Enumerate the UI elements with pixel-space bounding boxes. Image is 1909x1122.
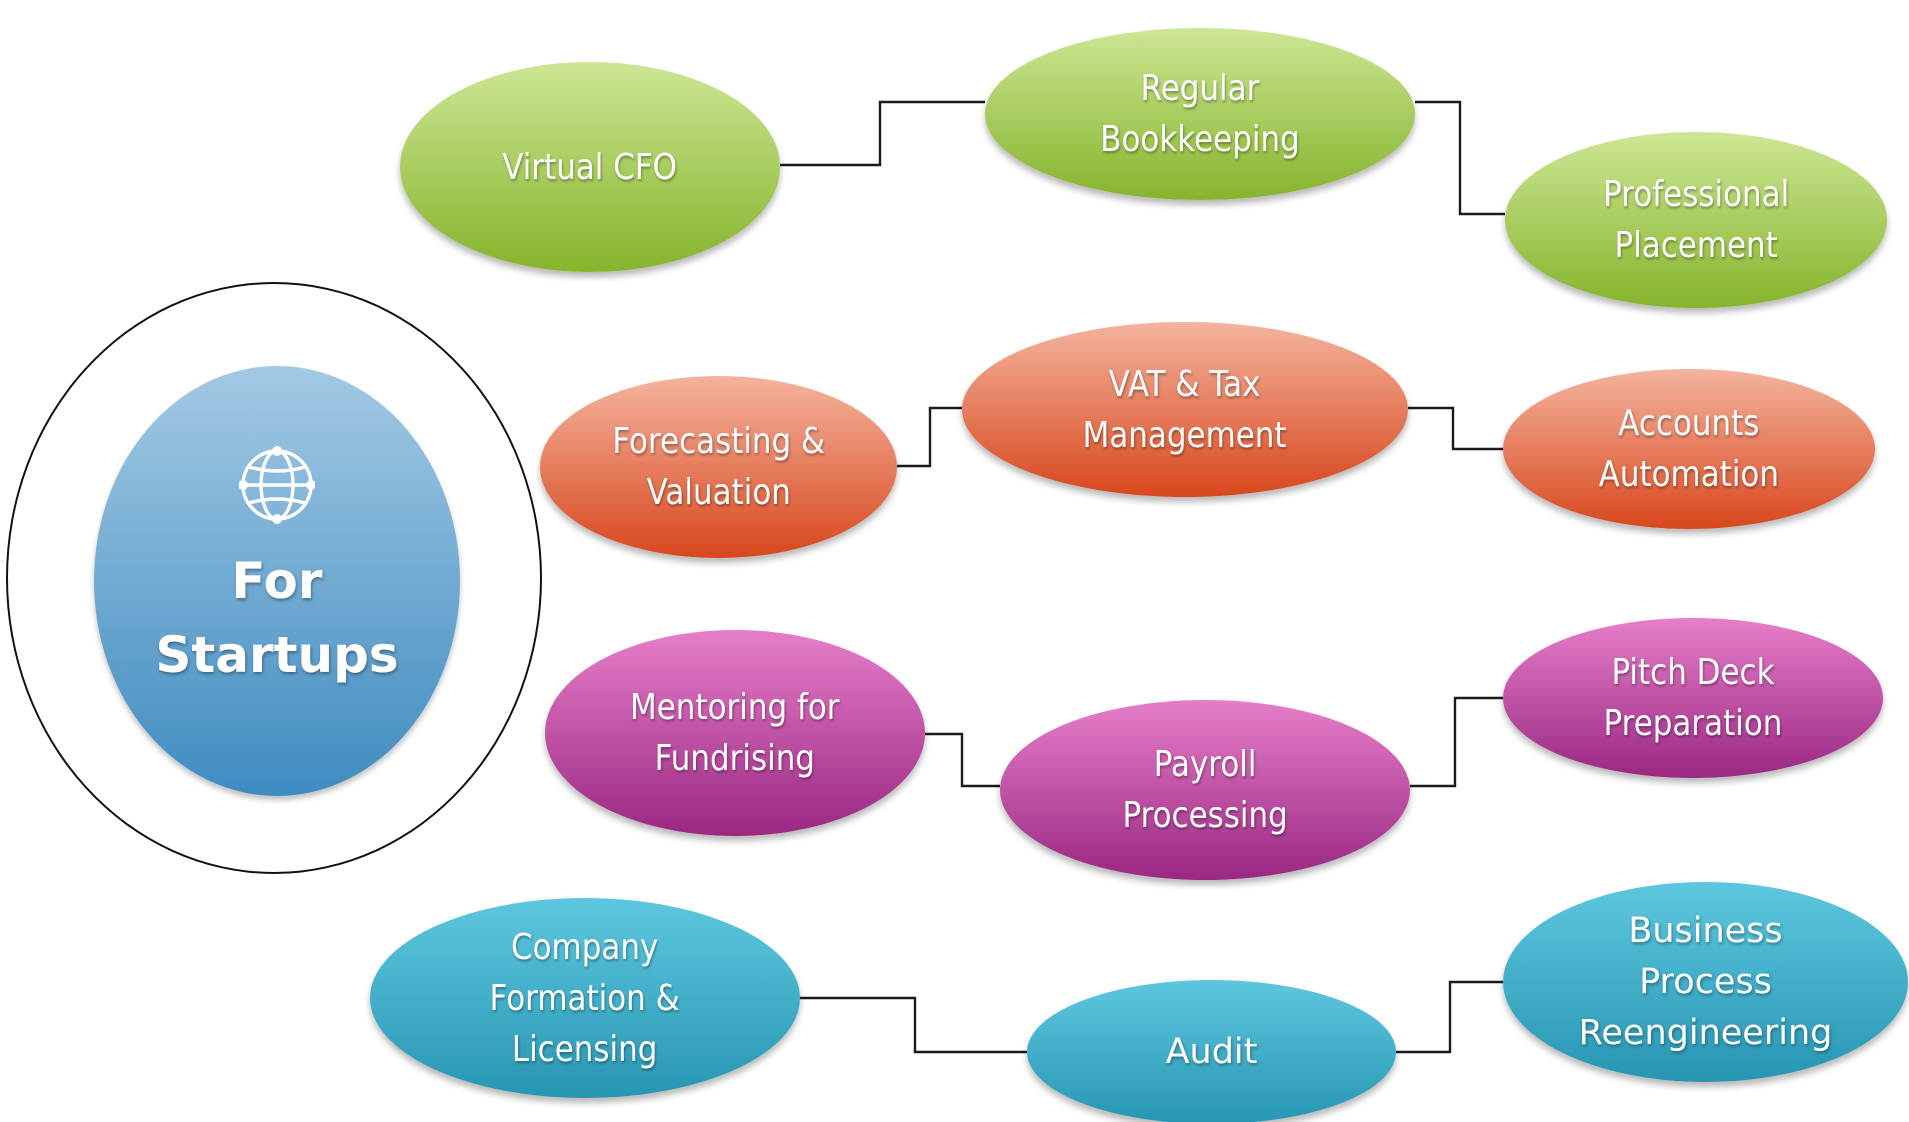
node-label: Pitch Deck Preparation <box>1603 652 1783 744</box>
node-regular-bookkeeping: Regular Bookkeeping <box>985 28 1415 200</box>
connector-payroll-to-pitchdeck <box>1410 696 1503 788</box>
node-label: Audit <box>1165 1031 1258 1072</box>
node-vat-tax-management: VAT & Tax Management <box>962 322 1408 497</box>
node-label: Business Process Reengineering <box>1578 910 1833 1053</box>
connector-forecasting-to-vat <box>897 406 962 468</box>
node-label: Payroll Processing <box>1122 744 1288 836</box>
globe-network-icon <box>239 446 315 524</box>
connector-vat-to-automation <box>1408 406 1503 451</box>
node-forecasting-valuation: Forecasting & Valuation <box>540 376 897 558</box>
node-mentoring-fundrising: Mentoring for Fundrising <box>545 630 925 836</box>
node-label: Professional Placement <box>1602 174 1790 266</box>
connector-virtual-cfo-to-bookkeeping <box>780 100 985 167</box>
connector-bookkeeping-to-placement <box>1415 100 1505 216</box>
node-label: Regular Bookkeeping <box>1100 68 1300 160</box>
node-pitch-deck-preparation: Pitch Deck Preparation <box>1503 618 1883 778</box>
connector-audit-to-bpr <box>1396 980 1503 1054</box>
hub-title: For Startups <box>155 552 399 684</box>
connector-formation-to-audit <box>800 996 1027 1054</box>
node-professional-placement: Professional Placement <box>1505 132 1887 308</box>
node-label: VAT & Tax Management <box>1083 363 1287 456</box>
node-accounts-automation: Accounts Automation <box>1503 369 1875 529</box>
node-business-process-reengineering: Business Process Reengineering <box>1503 882 1908 1082</box>
node-label: Company Formation & Licensing <box>489 926 681 1070</box>
node-payroll-processing: Payroll Processing <box>1000 700 1410 880</box>
node-audit: Audit <box>1027 980 1396 1122</box>
node-label: Virtual CFO <box>502 146 678 188</box>
connector-mentoring-to-payroll <box>925 732 1000 788</box>
node-virtual-cfo: Virtual CFO <box>400 62 780 272</box>
node-label: Mentoring for Fundrising <box>630 687 840 779</box>
node-label: Accounts Automation <box>1598 403 1780 495</box>
hub-for-startups: For Startups <box>94 366 460 796</box>
node-label: Forecasting & Valuation <box>612 421 825 513</box>
node-company-formation-licensing: Company Formation & Licensing <box>370 898 800 1098</box>
